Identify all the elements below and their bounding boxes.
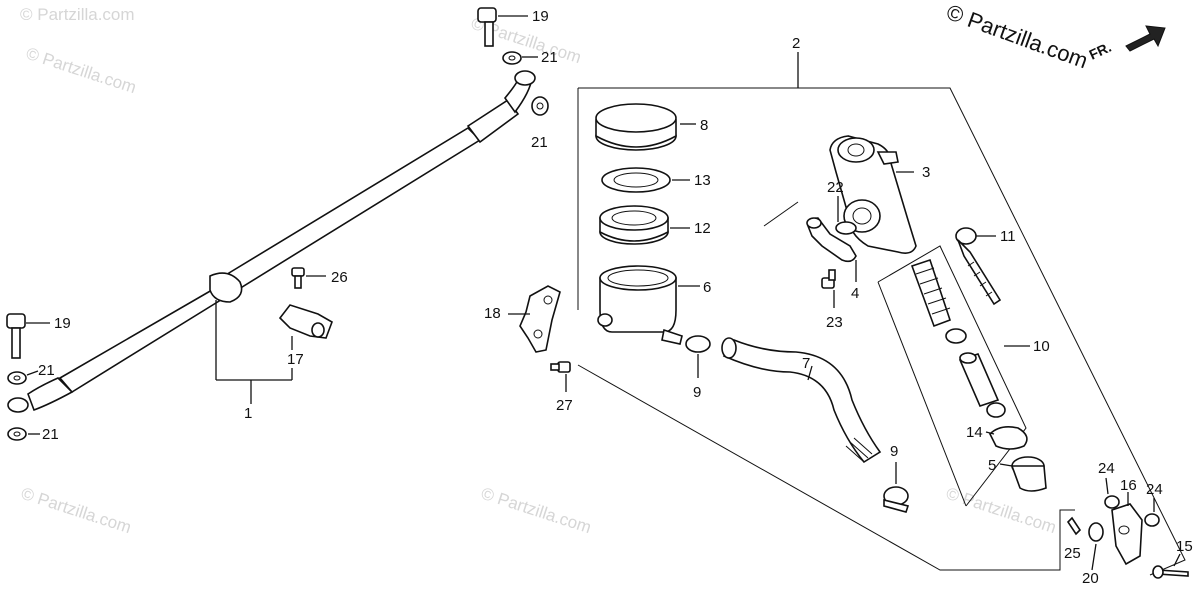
callout-4: 4: [851, 285, 859, 302]
watermarks: © Partzilla.com © Partzilla.com © Partzi…: [19, 5, 1059, 537]
callout-23: 23: [826, 314, 843, 331]
bracket-bolt: [550, 361, 571, 392]
callout-19-left: 19: [54, 315, 71, 332]
callout-labels: 1 2 3 4 5 6 7 8 9 9 10 11 12 13 14 15 16…: [38, 8, 1193, 587]
piston-set: [877, 245, 1030, 507]
diaphragm: [599, 205, 690, 245]
brake-hose: [7, 70, 536, 413]
direction-indicator: FR.: [1087, 25, 1166, 63]
copyright-brand: © Partzilla.com: [943, 0, 1091, 73]
callout-8: 8: [700, 117, 708, 134]
callout-11: 11: [1000, 228, 1016, 245]
callout-27: 27: [556, 397, 573, 414]
callout-2: 2: [792, 35, 800, 52]
watermark-text: © Partzilla.com: [944, 484, 1059, 537]
boot: [999, 456, 1047, 492]
hose-clip-upper: [685, 335, 711, 378]
callout-9-lower: 9: [890, 443, 898, 460]
callout-18: 18: [484, 305, 501, 322]
callout-22: 22: [827, 179, 844, 196]
callout-9-upper: 9: [693, 384, 701, 401]
watermark-text: © Partzilla.com: [19, 484, 134, 537]
clevis-assembly: [1066, 477, 1189, 579]
callout-24-right: 24: [1146, 481, 1163, 498]
callout-10: 10: [1033, 338, 1050, 355]
diaphragm-plate: [601, 167, 690, 193]
hose-clamp: [278, 267, 333, 350]
watermark-text: © Partzilla.com: [20, 5, 135, 24]
callout-21-top: 21: [541, 49, 558, 66]
callout-7: 7: [802, 355, 810, 372]
watermark-text: © Partzilla.com: [479, 484, 594, 537]
callout-16: 16: [1120, 477, 1137, 494]
assembly-outline: [577, 52, 1186, 576]
callout-5: 5: [988, 457, 996, 474]
callout-21-hose: 21: [531, 134, 548, 151]
joint-screw: [821, 269, 836, 308]
reservoir-tank: [597, 265, 700, 345]
callout-21-left-lower: 21: [42, 426, 59, 443]
sealing-washers: [7, 51, 549, 441]
reservoir-hose: [721, 337, 882, 464]
hose-clip-lower: [883, 462, 910, 513]
banjo-bolt-left: [6, 313, 50, 359]
callout-14: 14: [966, 424, 983, 441]
hose-joint: [763, 196, 857, 282]
reservoir-bracket: [508, 285, 561, 353]
push-rod: [955, 227, 1002, 306]
callout-26: 26: [331, 269, 348, 286]
callout-21-left-upper: 21: [38, 362, 55, 379]
callout-3: 3: [922, 164, 930, 181]
direction-label: FR.: [1087, 39, 1114, 63]
callout-15: 15: [1176, 538, 1193, 555]
callout-20: 20: [1082, 570, 1099, 587]
callout-6: 6: [703, 279, 711, 296]
banjo-bolt-top: [477, 7, 528, 47]
callout-19-top: 19: [532, 8, 549, 25]
forward-arrow-icon: [1125, 25, 1166, 52]
callout-12: 12: [694, 220, 711, 237]
watermark-text: © Partzilla.com: [24, 44, 139, 97]
callout-1: 1: [244, 405, 252, 422]
circlip: [985, 426, 1028, 450]
callout-17: 17: [287, 351, 304, 368]
reservoir-cap: [595, 103, 696, 151]
callout-13: 13: [694, 172, 711, 189]
callout-24-left: 24: [1098, 460, 1115, 477]
callout-25: 25: [1064, 545, 1081, 562]
